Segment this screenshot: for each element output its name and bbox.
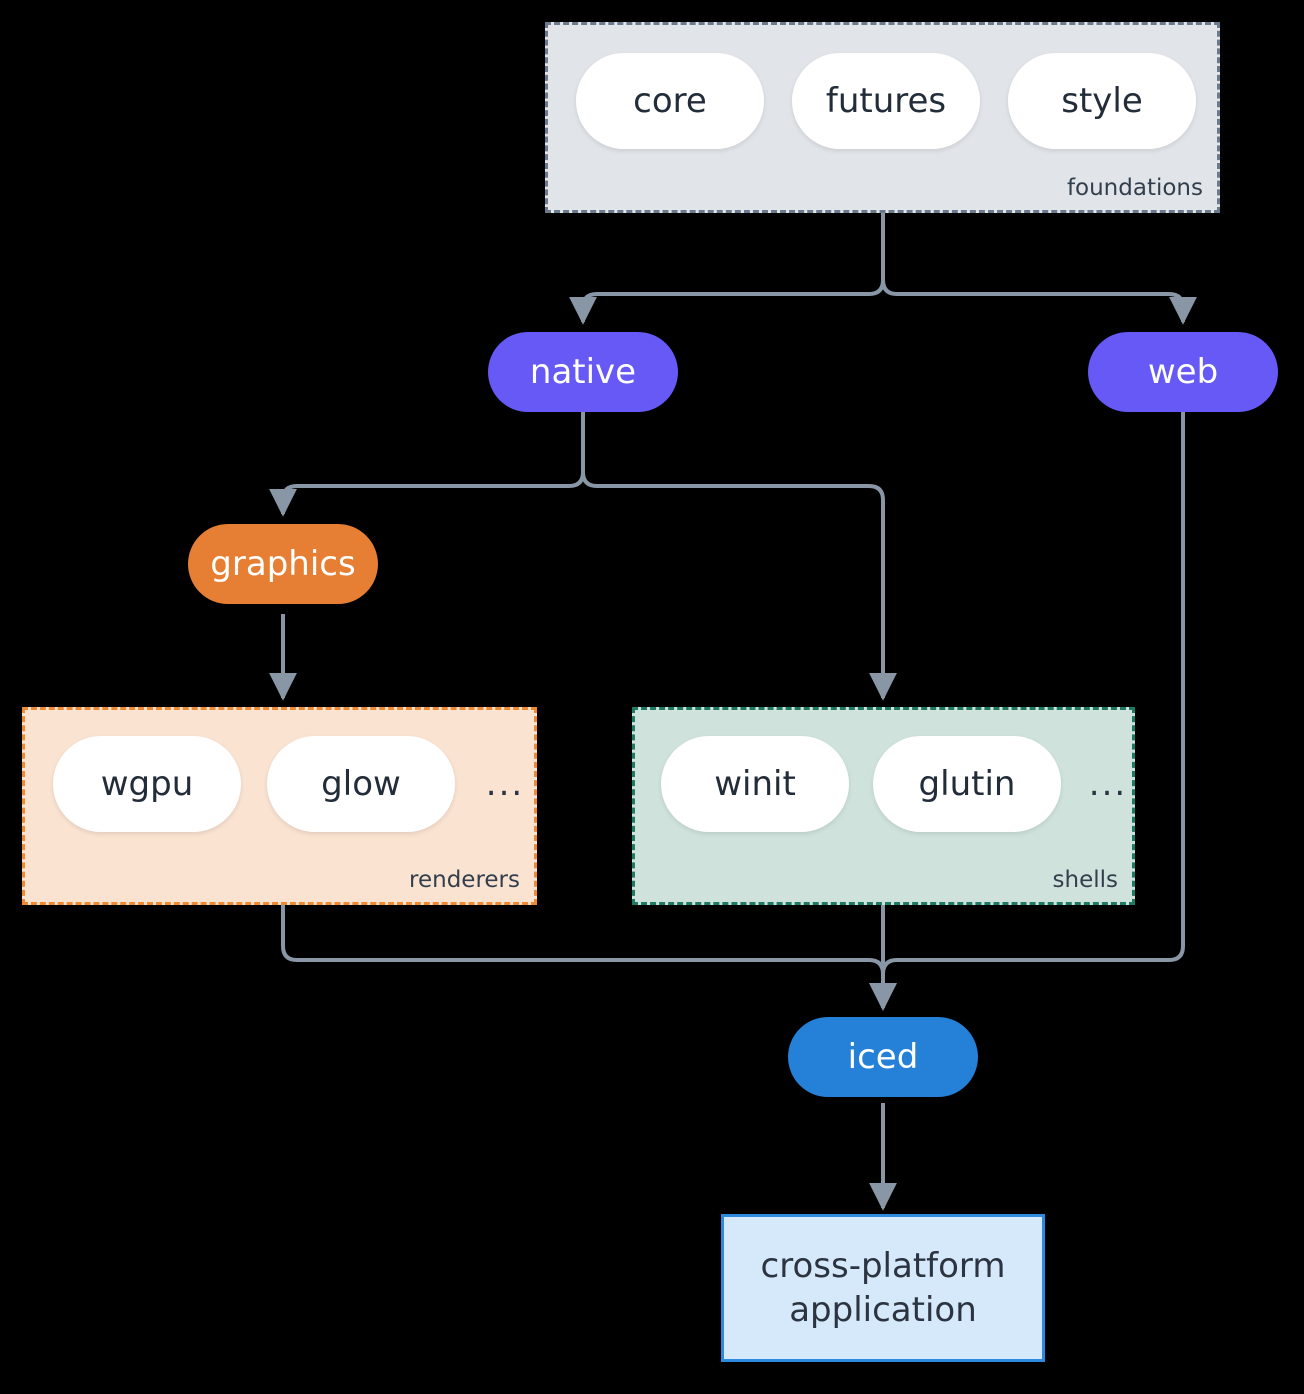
edge-native-to-shells — [581, 412, 897, 701]
shells-pill-row: winit glutin ... — [661, 736, 1131, 832]
renderers-ellipsis: ... — [485, 764, 525, 804]
node-native[interactable]: native — [488, 332, 678, 412]
cluster-foundations: core futures style foundations — [545, 22, 1220, 213]
edge-foundations-to-native — [569, 213, 885, 325]
node-cross-platform-application[interactable]: cross-platform application — [721, 1214, 1045, 1362]
cluster-renderers: wgpu glow ... renderers — [22, 707, 537, 905]
foundations-pill-row: core futures style — [576, 53, 1196, 149]
cluster-label-renderers: renderers — [409, 867, 520, 893]
cluster-label-foundations: foundations — [1066, 175, 1203, 201]
pill-glutin[interactable]: glutin — [873, 736, 1061, 832]
node-iced[interactable]: iced — [788, 1017, 978, 1097]
cluster-label-shells: shells — [1052, 867, 1118, 893]
node-graphics[interactable]: graphics — [188, 524, 378, 604]
pill-wgpu[interactable]: wgpu — [53, 736, 241, 832]
pill-style[interactable]: style — [1008, 53, 1196, 149]
node-web[interactable]: web — [1088, 332, 1278, 412]
application-line-2: application — [789, 1290, 977, 1330]
pill-glow[interactable]: glow — [267, 736, 455, 832]
edge-foundations-to-web — [881, 213, 1197, 325]
renderers-pill-row: wgpu glow ... — [53, 736, 529, 832]
application-line-1: cross-platform — [760, 1246, 1006, 1286]
pill-core[interactable]: core — [576, 53, 764, 149]
cluster-shells: winit glutin ... shells — [632, 707, 1135, 905]
shells-ellipsis: ... — [1088, 764, 1128, 804]
edge-renderers-to-iced — [281, 905, 897, 1011]
pill-winit[interactable]: winit — [661, 736, 849, 832]
pill-futures[interactable]: futures — [792, 53, 980, 149]
edge-native-to-graphics — [269, 412, 585, 517]
